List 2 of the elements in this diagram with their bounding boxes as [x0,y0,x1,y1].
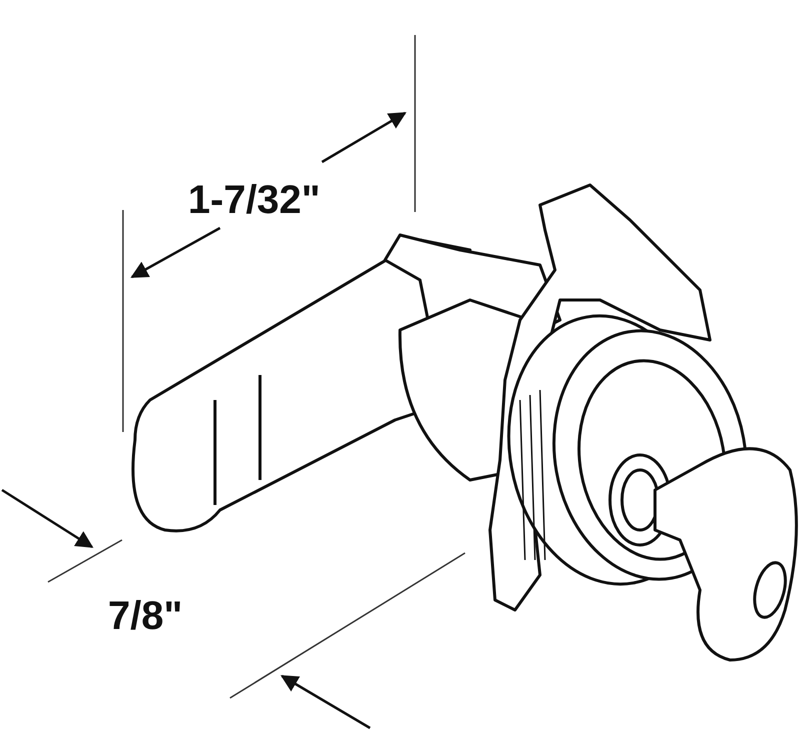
dimension-label: 7/8" [108,596,183,636]
dimension-label: 1-7/32" [188,180,320,220]
